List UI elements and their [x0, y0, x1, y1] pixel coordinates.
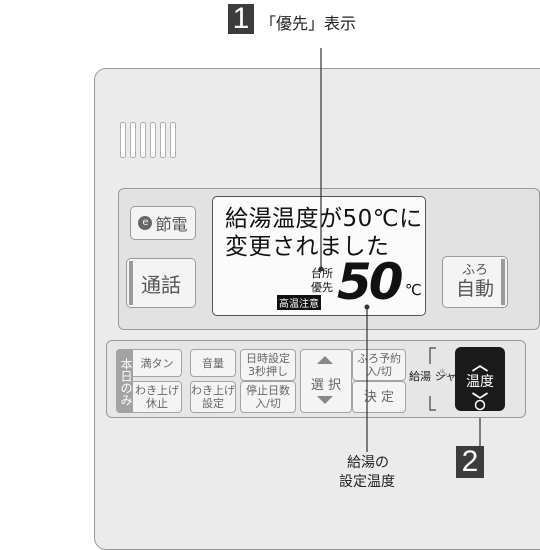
lcd-message-line-1: 給湯温度が50℃に — [225, 206, 423, 232]
temperature-button-label: 温度 — [466, 374, 494, 390]
callout-number-2: 2 — [456, 445, 484, 478]
callout-label-priority-display: 「優先」表示 — [260, 14, 357, 33]
down-arrow-icon — [317, 396, 333, 404]
talk-button-label: 通話 — [141, 272, 181, 297]
leader-lines — [318, 48, 486, 452]
temperature-up-icon[interactable]: ︿ — [471, 355, 488, 374]
volume-button[interactable]: 音量 — [190, 349, 236, 377]
datetime-setting-button[interactable]: 日時設定 3秒押し — [240, 349, 296, 381]
select-button-label: 選 択 — [310, 378, 342, 393]
select-button[interactable]: 選 択 — [300, 349, 352, 413]
reheat-pause-button[interactable]: わき上げ 休止 — [133, 381, 182, 413]
eco-button-label: 節電 — [155, 215, 188, 234]
bath-reservation-button[interactable]: ふろ予約 入/切 — [352, 349, 406, 381]
bracket-lines — [429, 347, 436, 411]
lcd-message-line-2: 変更されました — [225, 234, 390, 260]
today-only-tab: 本日のみ — [116, 349, 133, 413]
lcd-location-indicator: 台所 — [311, 267, 333, 280]
stop-days-button[interactable]: 停止日数 入/切 — [240, 381, 296, 413]
eco-button[interactable]: e 節電 — [130, 206, 196, 240]
eco-icon: e — [138, 216, 153, 230]
bath-auto-label-bottom: 自動 — [455, 278, 494, 300]
lcd-temperature-unit: ℃ — [405, 281, 422, 299]
lcd-temperature-value: 50 — [337, 253, 404, 311]
talk-button[interactable]: 通話 — [126, 258, 196, 308]
shower-icon: ♨ — [438, 366, 448, 379]
tank-full-button[interactable]: 満タン — [133, 349, 182, 377]
reheat-setting-button[interactable]: わき上げ 設定 — [190, 381, 236, 413]
lcd-screen: 給湯温度が50℃に 変更されました 台所 優先 高温注意 50 ℃ — [212, 196, 426, 316]
up-arrow-icon — [317, 356, 333, 364]
hot-water-setting-label-line-2: 設定温度 — [339, 474, 395, 490]
bath-auto-label-top: ふろ — [461, 263, 488, 278]
bath-auto-button[interactable]: ふろ 自動 — [442, 256, 508, 308]
hot-water-setting-label-line-1: 給湯の — [347, 455, 389, 471]
lcd-priority-indicator: 優先 — [311, 281, 333, 294]
callout-number-1: 1 — [228, 2, 254, 35]
lcd-high-temp-warning: 高温注意 — [277, 295, 321, 310]
